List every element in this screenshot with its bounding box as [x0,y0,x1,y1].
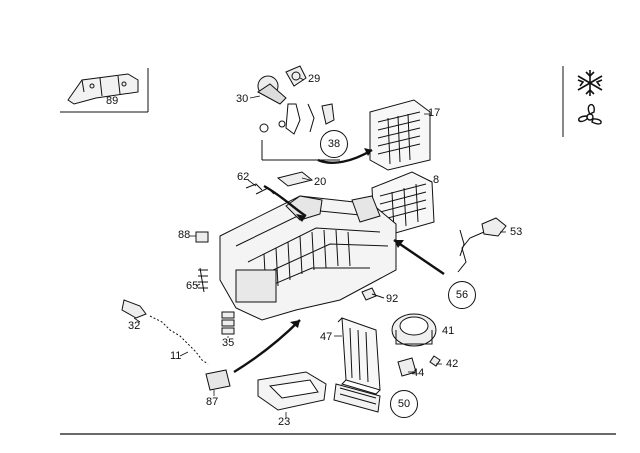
label-29: 29 [308,73,321,85]
label-8: 8 [433,174,440,186]
actuator-group [257,65,340,161]
label-42: 42 [446,358,459,370]
filter-47 [337,317,381,395]
fan-icon [578,104,602,125]
label-87: 87 [206,396,219,408]
snowflake-icon [577,70,603,96]
label-17: 17 [428,107,441,119]
flap-housing-17 [369,99,431,171]
label-11: 11 [170,350,182,362]
label-41: 41 [442,325,455,337]
parts-88-65 [195,231,209,293]
label-65: 65 [186,280,199,292]
label-92: 92 [386,293,399,305]
callout-38: 38 [320,130,348,158]
cover-20 [276,171,314,187]
label-47: 47 [320,331,333,343]
arrow-heads [290,148,404,328]
module-87 [205,369,231,391]
callout-56: 56 [448,281,476,309]
screw-92 [361,287,385,301]
label-30: 30 [236,93,249,105]
sensor-53 [457,217,507,273]
fasteners-35 [221,311,235,335]
label-53: 53 [510,226,523,238]
leader-lines [133,77,506,418]
label-35: 35 [222,337,235,349]
label-88: 88 [178,229,191,241]
duct-50 [333,383,381,413]
label-32: 32 [128,320,141,332]
hvac-housing [219,195,397,321]
label-89: 89 [106,95,119,107]
tray-23 [257,371,327,411]
label-62: 62 [237,171,250,183]
blower-41 [391,313,437,347]
label-44: 44 [412,367,425,379]
parts-42-44 [397,355,441,377]
label-23: 23 [278,416,291,428]
callout-50: 50 [390,390,418,418]
label-20: 20 [314,176,327,188]
sensor-32-cable-11 [121,299,209,365]
inset-box-89 [60,68,149,113]
